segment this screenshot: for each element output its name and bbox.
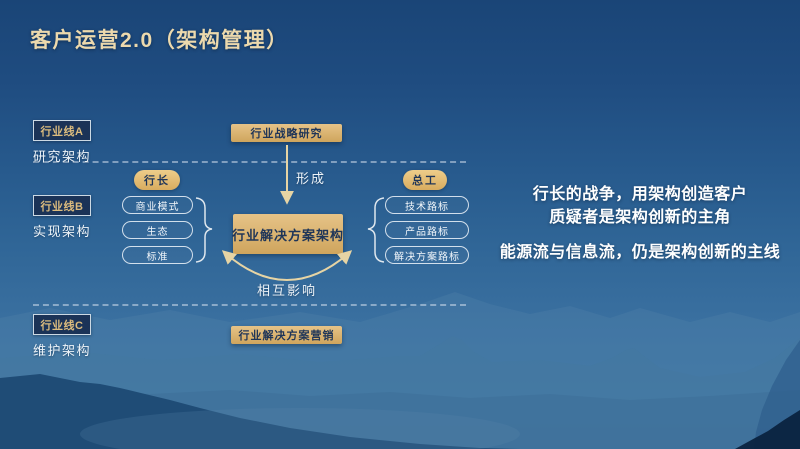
- left-item-ecosystem: 生态: [122, 221, 193, 239]
- lane-divider-bottom: [33, 304, 466, 306]
- right-item-product-roadmap: 产品路标: [385, 221, 469, 239]
- lane-divider-top: [33, 161, 466, 163]
- lane-b-sublabel: 实现架构: [33, 224, 92, 239]
- commentary-line-3: 能源流与信息流，仍是架构创新的主线: [499, 244, 781, 261]
- left-role-pill: 行长: [134, 170, 180, 190]
- lane-a-sublabel: 研究架构: [33, 149, 92, 164]
- peak-ridge: [0, 336, 800, 449]
- mutual-influence-label: 相互影响: [256, 283, 317, 298]
- commentary-line-2: 质疑者是架构创新的主角: [549, 209, 731, 226]
- right-role-pill: 总工: [403, 170, 447, 190]
- solution-marketing-box: 行业解决方案营销: [231, 326, 342, 344]
- slide-title: 客户运营2.0（架构管理）: [30, 29, 289, 52]
- low-haze: [0, 388, 800, 449]
- left-item-business-model: 商业模式: [122, 196, 193, 214]
- mutual-influence-curved-arrow: [221, 250, 353, 281]
- left-dark-ridge: [0, 374, 520, 449]
- commentary-line-1: 行长的战争，用架构创造客户: [532, 186, 748, 203]
- right-group-brace: [367, 197, 385, 263]
- right-slope: [754, 340, 800, 449]
- right-item-solution-roadmap: 解决方案路标: [385, 246, 469, 264]
- lane-c-tag: 行业线C: [33, 314, 91, 335]
- left-group-brace: [195, 197, 213, 263]
- commentary-block: 行长的战争，用架构创造客户 质疑者是架构创新的主角 能源流与信息流，仍是架构创新…: [485, 183, 795, 264]
- corner-silhouette: [735, 410, 800, 449]
- lane-c-sublabel: 维护架构: [33, 343, 92, 358]
- strategy-research-box: 行业战略研究: [231, 124, 342, 142]
- left-item-standard: 标准: [122, 246, 193, 264]
- far-ridge: [0, 292, 800, 449]
- lane-a-tag: 行业线A: [33, 120, 91, 141]
- valley-fog: [80, 408, 520, 449]
- solution-architecture-box: 行业解决方案架构: [232, 214, 343, 254]
- right-item-tech-roadmap: 技术路标: [385, 196, 469, 214]
- lane-b-tag: 行业线B: [33, 195, 91, 216]
- form-arrow-label: 形成: [296, 171, 327, 186]
